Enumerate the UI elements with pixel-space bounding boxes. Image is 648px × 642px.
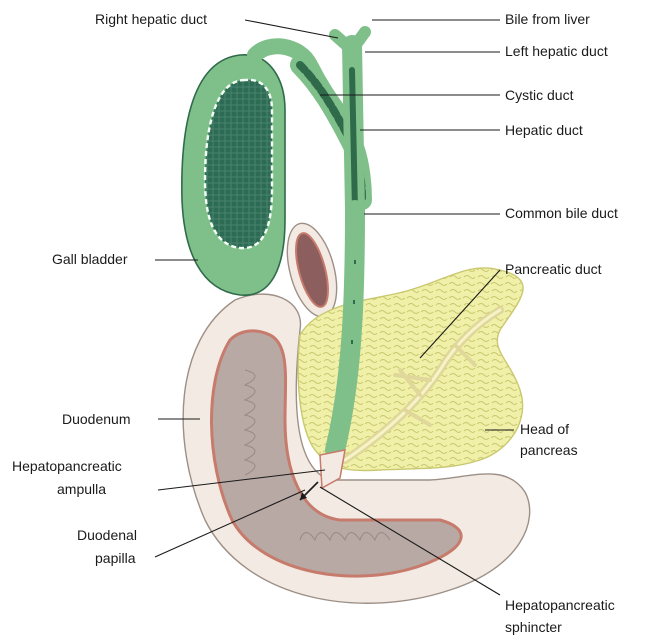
label-duodenum: Duodenum <box>62 411 131 427</box>
label-duodenal-papilla-1: Duodenal <box>77 527 137 543</box>
label-hepatic-duct: Hepatic duct <box>505 122 583 138</box>
label-head-of-pancreas-2: pancreas <box>520 442 578 458</box>
label-left-hepatic-duct: Left hepatic duct <box>505 43 608 59</box>
leader-right-hepatic-duct <box>245 20 338 38</box>
label-right-hepatic-duct: Right hepatic duct <box>95 11 207 27</box>
label-duodenal-papilla-2: papilla <box>95 550 136 566</box>
label-hepatopancreatic-ampulla-2: ampulla <box>57 481 106 497</box>
label-bile-from-liver: Bile from liver <box>505 11 590 27</box>
label-common-bile-duct: Common bile duct <box>505 205 618 221</box>
label-hepatopancreatic-sphincter-1: Hepatopancreatic <box>505 597 615 613</box>
label-hepatopancreatic-sphincter-2: sphincter <box>505 619 562 635</box>
label-pancreatic-duct: Pancreatic duct <box>505 261 602 277</box>
label-gall-bladder: Gall bladder <box>52 251 128 267</box>
label-cystic-duct: Cystic duct <box>505 87 574 103</box>
gall-bladder <box>182 55 285 295</box>
label-hepatopancreatic-ampulla-1: Hepatopancreatic <box>12 458 122 474</box>
label-head-of-pancreas-1: Head of <box>520 421 569 437</box>
